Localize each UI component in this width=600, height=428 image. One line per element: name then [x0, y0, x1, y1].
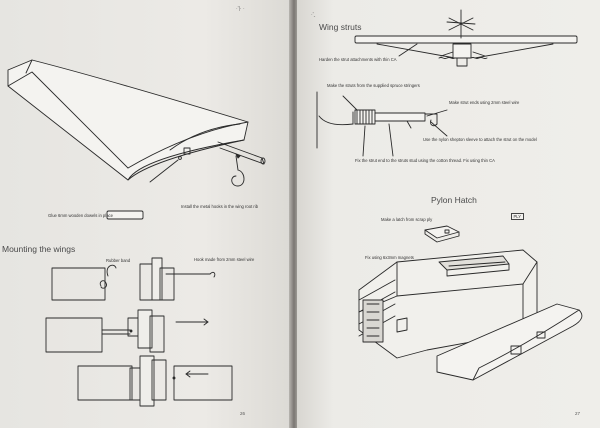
top-marks: ·'ꞈ [311, 12, 316, 18]
mounting-step-1 [51, 257, 216, 301]
install-hooks-label: Install the metal hooks in the wing root… [181, 204, 259, 209]
right-page: ·'ꞈ [297, 0, 600, 428]
pylon-hatch-assembly [358, 249, 583, 381]
hook-wire-label: Hook made from 2mm steel wire [194, 257, 255, 262]
dowel-shape [106, 210, 144, 220]
pylon-hatch-heading: Pylon Hatch [431, 195, 477, 205]
fix-strut-label: Fix the strut end to the struts stud usi… [355, 158, 495, 163]
rubber-band-label: Rubber band [106, 258, 131, 263]
magnets-label: Fix using 6x3mm magnets [365, 255, 414, 260]
strut-end-detail [316, 91, 448, 157]
mounting-step-2 [45, 309, 209, 353]
left-page: ·'|· · [0, 0, 291, 428]
wing-strut-front-view [354, 9, 578, 67]
pylon-sleeve-label: Use the nylon shepton sleeve to attach t… [423, 137, 537, 142]
right-page-drawings [316, 9, 583, 381]
wing-panel-drawing [7, 59, 266, 187]
ply-tag: PLY [511, 213, 524, 221]
page-number-left: 26 [240, 411, 246, 416]
glue-dowels-label: Glue 6mm wooden dowels in place [48, 213, 113, 218]
latch-label: Make a latch from scrap ply [381, 217, 433, 222]
mounting-step-3 [77, 355, 233, 407]
harden-strut-label: Harden the strut attachments with thin C… [319, 57, 397, 62]
left-page-drawings [7, 59, 266, 407]
mounting-wings-heading: Mounting the wings [2, 244, 76, 254]
book-gutter [289, 0, 299, 428]
top-marks: ·'|· · [236, 6, 245, 12]
latch-part [424, 225, 460, 243]
make-strut-ends-label: Make strut ends using 2mm steel wire [449, 100, 520, 105]
wing-struts-heading: Wing struts [319, 22, 362, 32]
make-struts-label: Make the struts from the supplied spruce… [327, 83, 420, 88]
page-number-right: 27 [575, 411, 581, 416]
